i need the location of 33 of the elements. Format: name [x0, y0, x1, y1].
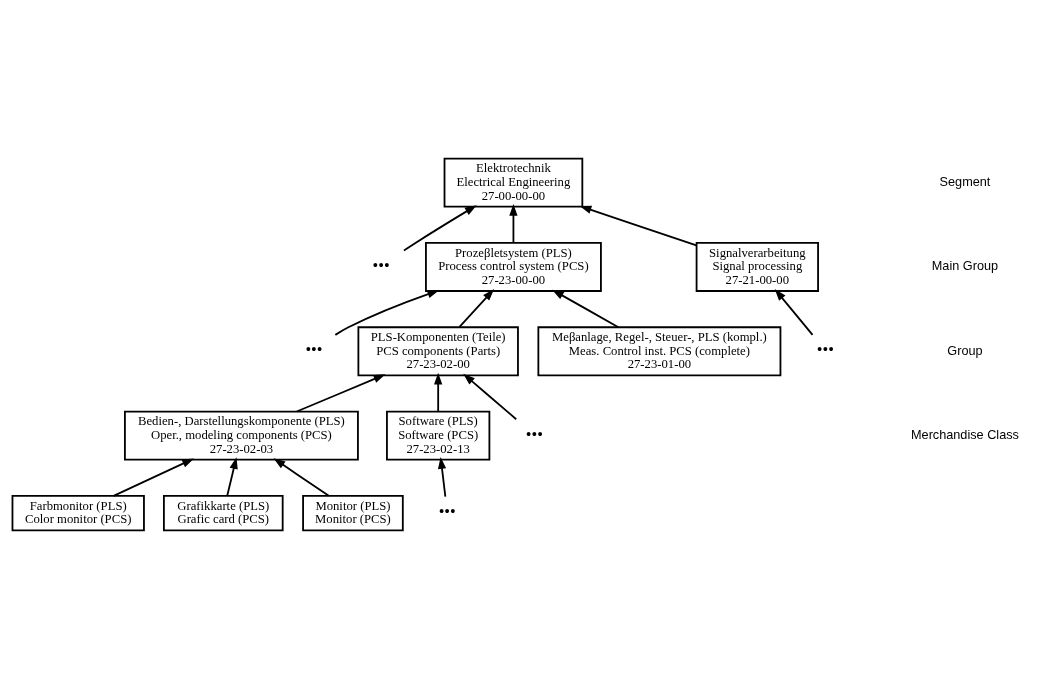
arrow — [509, 203, 518, 244]
node-box: Monitor (PLS) Monitor (PCS) — [302, 494, 404, 531]
node-text: ••• — [816, 339, 834, 359]
node-text: ••• — [305, 339, 323, 359]
node-text: ••• — [525, 424, 543, 444]
arrow — [403, 204, 477, 251]
arrow — [458, 288, 495, 328]
arrow — [579, 205, 698, 246]
arrow — [295, 373, 386, 412]
node-box: Farbmonitor (PLS) Color monitor (PCS) — [11, 494, 145, 531]
arrow — [552, 289, 620, 328]
node-box: Signalverarbeitung Signal processing 27-21-00-00 — [695, 241, 819, 292]
label: Merchandise Class — [911, 427, 1019, 442]
node-box: Meβanlage, Regel-, Steuer-, PLS (kompl.) Meas. Control inst. PCS (complete) 27-23-01-00 — [537, 325, 782, 376]
label: Segment — [939, 174, 991, 189]
arrow — [334, 289, 440, 336]
node-box: PLS-Komponenten (Teile) PCS components (Parts) 27-23-02-00 — [357, 325, 519, 376]
arrow — [463, 373, 518, 420]
node-box: Grafikkarte (PLS) Grafic card (PCS) — [163, 494, 284, 531]
arrow — [774, 288, 814, 336]
node-box: Software (PLS) Software (PCS) 27-23-02-13 — [386, 410, 491, 461]
node-box: Prozeβletsystem (PLS) Process control system (PCS) 27-23-00-00 — [425, 241, 602, 292]
arrow — [112, 458, 194, 497]
node-box: Bedien-, Darstellungskomponente (PLS) Oper., modeling components (PCS) 27-23-02-03 — [124, 410, 359, 461]
arrow — [437, 456, 447, 497]
node-box: Elektrotechnik Electrical Engineering 27-00-00-00 — [443, 157, 584, 208]
label: Main Group — [931, 258, 999, 273]
node-text: ••• — [372, 255, 390, 275]
label: Group — [947, 343, 983, 358]
arrow — [434, 372, 443, 412]
arrow — [273, 457, 330, 497]
node-text: ••• — [438, 501, 456, 521]
arrow — [226, 456, 238, 497]
